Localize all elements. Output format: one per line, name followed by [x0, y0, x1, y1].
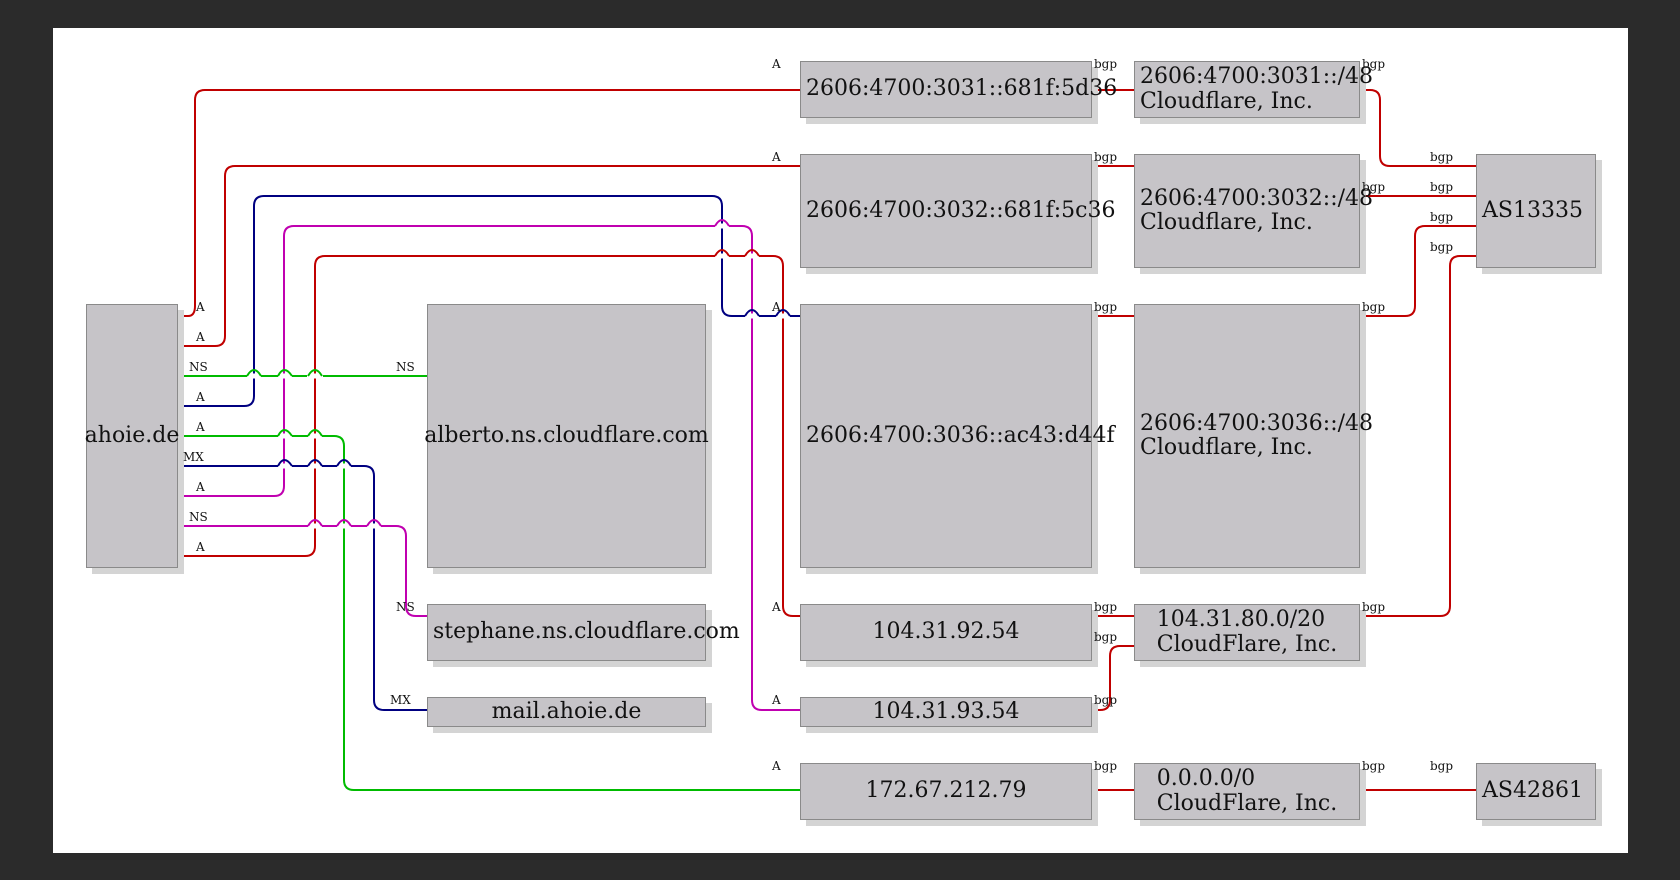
node-ip-d44f-label: 2606:4700:3036::ac43:d44f: [806, 422, 1115, 448]
node-ip-9254-label: 104.31.92.54: [872, 619, 1020, 645]
node-as42861[interactable]: AS42861: [1476, 763, 1596, 820]
edge-ns-ahoie-stephane: [178, 525, 427, 617]
label-ns-alberto: NS: [396, 360, 415, 374]
label-bgp-as-4: bgp: [1430, 240, 1454, 254]
node-prefix-3032-cidr: 2606:4700:3032::/48: [1140, 185, 1374, 211]
edge-a-ahoie-5c36: [178, 165, 800, 347]
label-bgp-5c36: bgp: [1094, 150, 1118, 164]
label-a-4: A: [196, 420, 205, 434]
node-prefix-0000-cidr: 0.0.0.0/0: [1156, 766, 1256, 792]
node-ip-5c36[interactable]: 2606:4700:3032::681f:5c36: [800, 154, 1115, 268]
node-ahoie-de[interactable]: ahoie.de: [84, 304, 180, 568]
node-as42861-label: AS42861: [1482, 778, 1583, 804]
label-a-6: A: [196, 540, 205, 554]
label-a-2: A: [196, 330, 205, 344]
label-a-9354: A: [772, 693, 781, 707]
edge-bgp-3036-as13335: [1360, 225, 1476, 317]
node-ip-5c36-label: 2606:4700:3032::681f:5c36: [806, 197, 1116, 223]
label-mx-mail: MX: [390, 693, 411, 707]
node-prefix-104-31-cidr: 104.31.80.0/20: [1156, 607, 1326, 633]
edge-a-ahoie-d479: [178, 435, 800, 791]
label-bgp-as-1: bgp: [1430, 150, 1454, 164]
node-ip-d44f[interactable]: 2606:4700:3036::ac43:d44f: [800, 304, 1115, 568]
label-mx-1: MX: [183, 450, 204, 464]
label-bgp-as42861: bgp: [1430, 759, 1454, 773]
label-ns-stephane: NS: [396, 600, 415, 614]
node-prefix-104-31[interactable]: 104.31.80.0/20 CloudFlare, Inc.: [1134, 604, 1360, 661]
label-bgp-3036: bgp: [1362, 300, 1386, 314]
node-prefix-3032-label: 2606:4700:3032::/48 Cloudflare, Inc.: [1140, 185, 1374, 235]
edge-a-ahoie-9254: [178, 255, 800, 617]
label-bgp-d479: bgp: [1094, 759, 1118, 773]
label-ns-1: NS: [189, 360, 208, 374]
node-ip-9354-label: 104.31.93.54: [872, 698, 1020, 724]
label-a-1: A: [196, 300, 205, 314]
node-prefix-3032[interactable]: 2606:4700:3032::/48 Cloudflare, Inc.: [1134, 154, 1373, 268]
label-bgp-d44f: bgp: [1094, 300, 1118, 314]
label-bgp-3031: bgp: [1362, 57, 1386, 71]
edge-bgp-10431-as13335: [1360, 255, 1476, 617]
edge-a-ahoie-5d36: [178, 89, 800, 317]
label-a-5c36: A: [772, 150, 781, 164]
label-a-3: A: [196, 390, 205, 404]
node-ip-d479[interactable]: 172.67.212.79: [800, 763, 1092, 820]
node-prefix-0000[interactable]: 0.0.0.0/0 CloudFlare, Inc.: [1134, 763, 1360, 820]
label-bgp-5d36: bgp: [1094, 57, 1118, 71]
label-a-d44f: A: [772, 300, 781, 314]
label-ns-2: NS: [189, 510, 208, 524]
node-as13335-label: AS13335: [1482, 197, 1583, 223]
edge-mx-ahoie-mail: [178, 465, 427, 711]
node-ip-5d36[interactable]: 2606:4700:3031::681f:5d36: [800, 61, 1117, 118]
node-prefix-3032-org: Cloudflare, Inc.: [1140, 210, 1313, 235]
node-prefix-3036[interactable]: 2606:4700:3036::/48 Cloudflare, Inc.: [1134, 304, 1373, 568]
node-as13335[interactable]: AS13335: [1476, 154, 1596, 268]
edge-bgp-9354-10431: [1092, 645, 1134, 711]
edge-bgp-3031-as13335: [1360, 89, 1476, 167]
label-a-9254: A: [772, 600, 781, 614]
label-a-5: A: [196, 480, 205, 494]
node-alberto-ns-label: alberto.ns.cloudflare.com: [424, 422, 709, 448]
label-bgp-9354: bgp: [1094, 693, 1118, 707]
label-bgp-9254-b: bgp: [1094, 630, 1118, 644]
node-ip-5d36-label: 2606:4700:3031::681f:5d36: [806, 76, 1118, 102]
node-prefix-3036-cidr: 2606:4700:3036::/48: [1140, 410, 1374, 436]
node-prefix-104-31-label: 104.31.80.0/20 CloudFlare, Inc.: [1157, 608, 1337, 656]
label-bgp-9254: bgp: [1094, 600, 1118, 614]
node-ip-9354[interactable]: 104.31.93.54: [800, 697, 1092, 727]
label-bgp-0000: bgp: [1362, 759, 1386, 773]
node-prefix-0000-label: 0.0.0.0/0 CloudFlare, Inc.: [1157, 767, 1337, 815]
label-a-5d36: A: [772, 57, 781, 71]
node-prefix-3031[interactable]: 2606:4700:3031::/48 Cloudflare, Inc.: [1134, 61, 1373, 118]
node-ahoie-de-label: ahoie.de: [84, 422, 180, 448]
label-a-d479: A: [772, 759, 781, 773]
node-prefix-3036-label: 2606:4700:3036::/48 Cloudflare, Inc.: [1140, 410, 1374, 460]
node-prefix-0000-org: CloudFlare, Inc.: [1156, 790, 1338, 816]
node-mail-ahoie-label: mail.ahoie.de: [491, 698, 642, 724]
node-ip-9254[interactable]: 104.31.92.54: [800, 604, 1092, 661]
edge-a-ahoie-d44f-navy: [178, 195, 800, 407]
node-stephane-ns-label: stephane.ns.cloudflare.com: [433, 619, 740, 645]
node-ip-d479-label: 172.67.212.79: [865, 778, 1027, 804]
node-stephane-ns[interactable]: stephane.ns.cloudflare.com: [427, 604, 740, 661]
node-alberto-ns[interactable]: alberto.ns.cloudflare.com: [424, 304, 709, 568]
label-bgp-10431: bgp: [1362, 600, 1386, 614]
node-prefix-3031-cidr: 2606:4700:3031::/48: [1140, 64, 1374, 90]
node-prefix-3036-org: Cloudflare, Inc.: [1140, 435, 1313, 460]
label-bgp-as-2: bgp: [1430, 180, 1454, 194]
node-prefix-3031-label: 2606:4700:3031::/48 Cloudflare, Inc.: [1140, 65, 1373, 113]
label-bgp-3032: bgp: [1362, 180, 1386, 194]
label-bgp-as-3: bgp: [1430, 210, 1454, 224]
node-prefix-3031-org: Cloudflare, Inc.: [1140, 88, 1313, 114]
node-mail-ahoie[interactable]: mail.ahoie.de: [427, 697, 706, 727]
edge-a-ahoie-9354: [178, 225, 800, 711]
edge-crossing-hops: [246, 219, 791, 529]
node-prefix-104-31-org: CloudFlare, Inc.: [1156, 631, 1338, 657]
